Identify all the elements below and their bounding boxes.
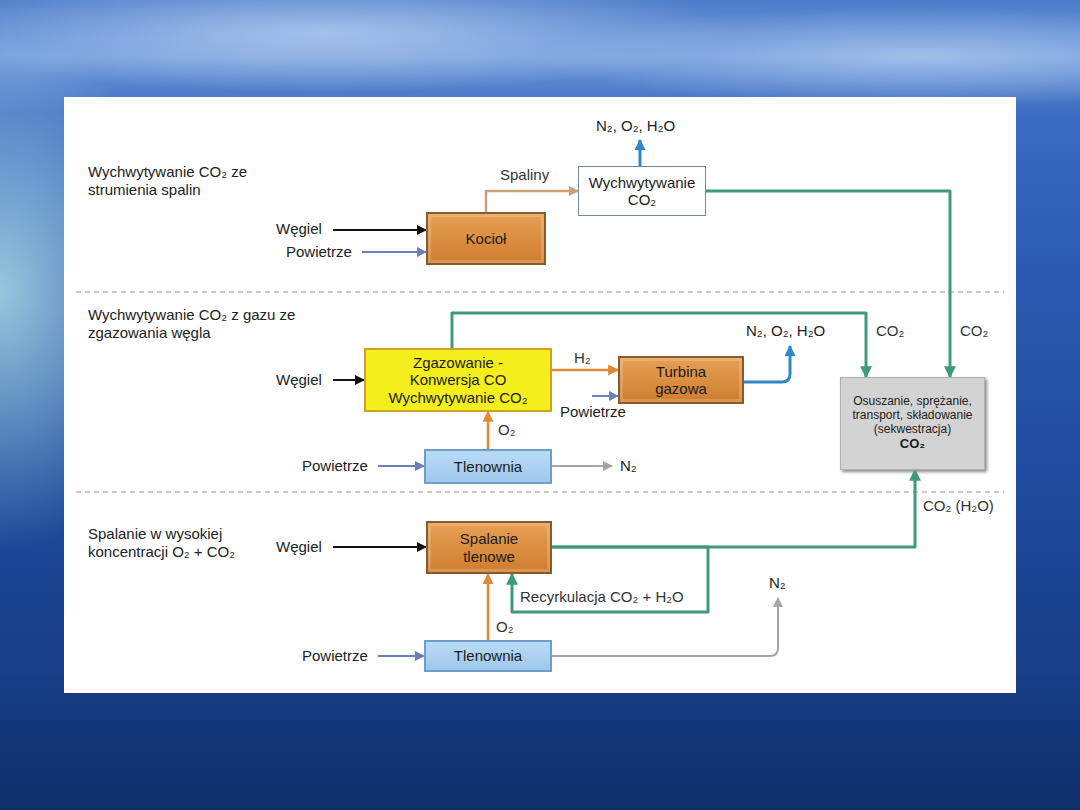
oxygen-plant-box: Tlenownia — [424, 449, 552, 484]
oxygen-plant-box: Tlenownia — [424, 640, 552, 672]
connector-label: O₂ — [496, 421, 518, 439]
exhaust-arrow — [744, 346, 790, 382]
box-text: Zgazowanie - Konwersja CO Wychwytywanie … — [383, 354, 533, 406]
box-text: Tlenownia — [454, 647, 522, 664]
nitrogen-out — [552, 465, 612, 467]
input-label: Węgiel — [276, 538, 322, 556]
section-heading: Wychwytywanie CO₂ z gazu ze zgazowania w… — [88, 306, 300, 342]
flow-connector — [706, 191, 950, 377]
flow-connector — [552, 470, 915, 547]
output-label: N₂ — [769, 574, 786, 592]
flow-connector — [486, 191, 578, 212]
boiler-box: Kocioł — [426, 212, 546, 265]
coal-feed — [333, 229, 426, 231]
section-heading: Wychwytywanie CO₂ ze strumienia spalin — [88, 163, 253, 199]
box-text: Wychwytywanie CO₂ — [587, 174, 697, 209]
capture-box: Wychwytywanie CO₂ — [578, 166, 706, 216]
air-feed — [592, 395, 618, 397]
box-text: Spalanie tlenowe — [449, 530, 529, 565]
exhaust-arrow — [639, 140, 642, 166]
output-label: N₂, O₂, H₂O — [746, 322, 825, 340]
connector-label: Recyrkulacja CO₂ + H₂O — [518, 588, 686, 606]
input-label: Węgiel — [276, 220, 322, 238]
section-heading: Spalanie w wysokiej koncentracji O₂ + CO… — [88, 525, 268, 561]
input-label: Powietrze — [302, 647, 368, 665]
connector-label: CO₂ — [874, 322, 906, 340]
storage-box: Osuszanie, sprężanie, transport, składow… — [840, 377, 985, 470]
output-label: N₂, O₂, H₂O — [596, 117, 675, 135]
flow-connector — [487, 574, 490, 640]
box-text: Turbina gazowa — [628, 363, 734, 398]
connector-label: H₂ — [572, 349, 593, 367]
input-label: Powietrze — [286, 243, 352, 261]
air-feed — [378, 465, 424, 467]
flow-connector — [487, 412, 490, 449]
input-label: Powietrze — [302, 457, 368, 475]
air-feed — [362, 251, 426, 253]
section-divider — [76, 291, 1004, 292]
section-divider — [76, 491, 1004, 492]
input-label: Węgiel — [276, 371, 322, 389]
coal-feed — [333, 546, 426, 548]
flow-connector — [552, 369, 618, 372]
box-text: Tlenownia — [454, 458, 522, 475]
coal-feed — [333, 379, 364, 381]
oxy-combustion-box: Spalanie tlenowe — [426, 521, 552, 574]
gas-turbine-box: Turbina gazowa — [618, 356, 744, 404]
air-feed — [378, 655, 424, 657]
box-text: Kocioł — [466, 230, 507, 247]
connector-label: CO₂ (H₂O) — [921, 497, 996, 515]
box-subtext: CO₂ — [900, 437, 925, 452]
nitrogen-out — [552, 598, 778, 656]
box-text: Osuszanie, sprężanie, transport, składow… — [849, 395, 976, 436]
connector-label: CO₂ — [958, 322, 990, 340]
connector-label: Spaliny — [498, 166, 551, 184]
output-label: N₂ — [620, 457, 637, 475]
connector-label: O₂ — [494, 618, 516, 636]
gasification-box: Zgazowanie - Konwersja CO Wychwytywanie … — [364, 348, 552, 412]
input-label: Powietrze — [560, 403, 626, 421]
